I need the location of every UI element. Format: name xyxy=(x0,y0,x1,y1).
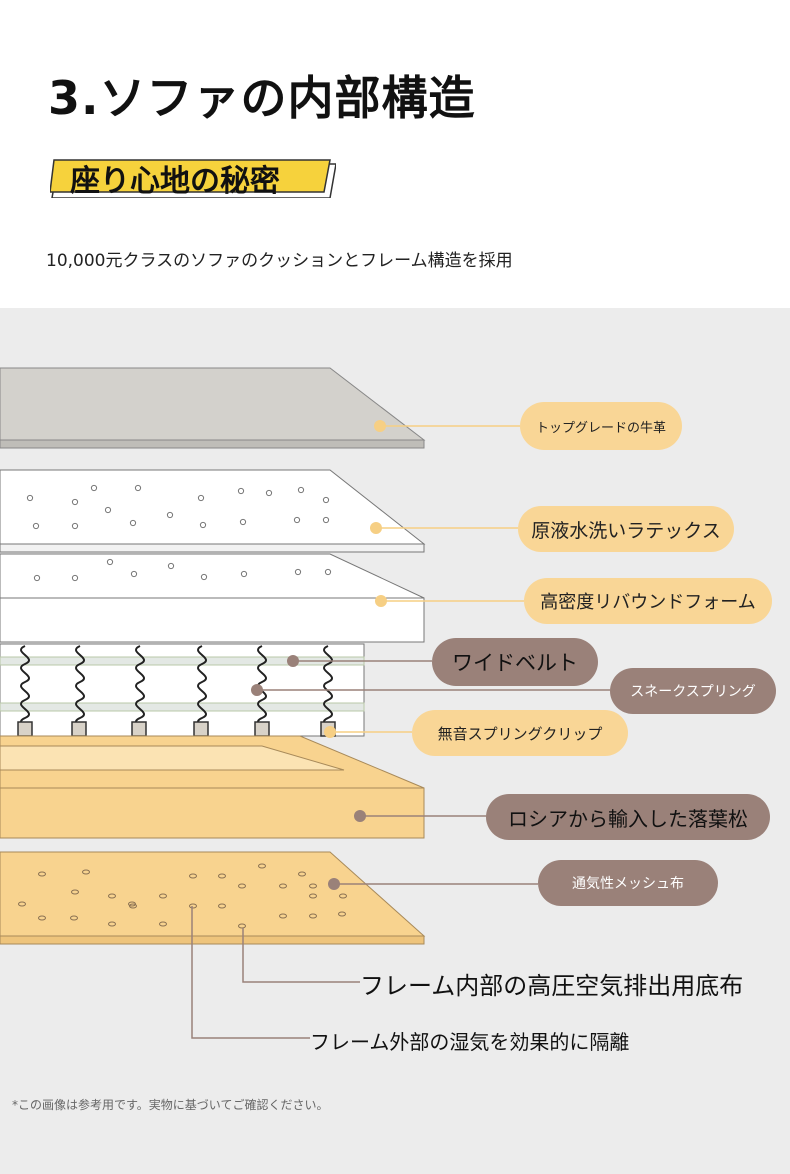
latex-pore-dot xyxy=(32,522,40,530)
latex-pore-dot xyxy=(134,484,142,492)
mesh-hole-dot xyxy=(159,921,167,927)
latex-pore-dot xyxy=(199,521,207,529)
mesh-hole-dot xyxy=(298,871,306,877)
latex-pore-dot xyxy=(237,487,245,495)
label-foam: 高密度リバウンドフォーム xyxy=(524,578,772,624)
latex-pore-dot xyxy=(104,506,112,514)
mesh-hole-dot xyxy=(218,873,226,879)
label-mesh: 通気性メッシュ布 xyxy=(538,860,718,906)
leader-lines xyxy=(191,425,610,1039)
mesh-hole-dot xyxy=(82,869,90,875)
label-pine: ロシアから輸入した落葉松 xyxy=(486,794,770,840)
page-title: 3.ソファの内部構造 xyxy=(48,71,476,125)
mesh-hole-dot xyxy=(338,911,346,917)
latex-pore-dot xyxy=(167,562,175,570)
latex-pore-dot xyxy=(322,516,330,524)
header-section: 3.ソファの内部構造 座り心地の秘密 10,000元クラスのソファのクッションと… xyxy=(0,0,790,308)
label-latex: 原液水洗いラテックス xyxy=(518,506,734,552)
callout-moisture: フレーム外部の湿気を効果的に隔離 xyxy=(310,1030,630,1054)
mesh-layer xyxy=(0,851,426,945)
latex-pore-dot xyxy=(265,489,273,497)
latex-pore-dot xyxy=(71,574,79,582)
latex-layer xyxy=(0,469,426,553)
latex-pore-dot xyxy=(197,494,205,502)
mesh-hole-dot xyxy=(279,883,287,889)
latex-pore-dot xyxy=(240,570,248,578)
label-spring: スネークスプリング xyxy=(610,668,776,714)
mesh-hole-dot xyxy=(71,889,79,895)
mesh-hole-dot xyxy=(108,921,116,927)
latex-pore-dot xyxy=(33,574,41,582)
latex-pore-dot xyxy=(129,519,137,527)
mesh-hole-dot xyxy=(108,893,116,899)
latex-pore-dot xyxy=(106,558,114,566)
latex-pore-dot xyxy=(239,518,247,526)
mesh-hole-dot xyxy=(238,923,246,929)
leader-dots xyxy=(251,420,387,890)
mesh-hole-dot xyxy=(18,901,26,907)
mesh-hole-dot xyxy=(38,915,46,921)
mesh-hole-dot xyxy=(309,913,317,919)
mesh-hole-dot xyxy=(159,893,167,899)
latex-pore-dot xyxy=(322,496,330,504)
mesh-hole-dot xyxy=(258,863,266,869)
mesh-hole-dot xyxy=(309,893,317,899)
mesh-hole-dot xyxy=(70,915,78,921)
mesh-hole-dot xyxy=(279,913,287,919)
pine-frame xyxy=(0,735,425,839)
latex-pore-dot xyxy=(71,522,79,530)
latex-pore-dot xyxy=(293,516,301,524)
clip-icons xyxy=(17,721,336,737)
footnote: *この画像は参考用です。実物に基づいてご確認ください。 xyxy=(12,1098,329,1112)
latex-pore-dot xyxy=(26,494,34,502)
label-leather: トップグレードの牛革 xyxy=(520,402,682,450)
latex-pore-dot xyxy=(130,570,138,578)
latex-pore-dot xyxy=(324,568,332,576)
mesh-hole-dot xyxy=(218,903,226,909)
label-clip: 無音スプリングクリップ xyxy=(412,710,628,756)
mesh-hole-dot xyxy=(309,883,317,889)
subtitle: 10,000元クラスのソファのクッションとフレーム構造を採用 xyxy=(46,251,513,271)
latex-pore-dot xyxy=(294,568,302,576)
foam-layer xyxy=(0,553,425,643)
texture-dots xyxy=(18,484,347,929)
leather-layer xyxy=(0,367,426,449)
latex-pore-dot xyxy=(90,484,98,492)
latex-pore-dot xyxy=(297,486,305,494)
latex-pore-dot xyxy=(200,573,208,581)
mesh-hole-dot xyxy=(189,903,197,909)
mesh-hole-dot xyxy=(238,883,246,889)
latex-pore-dot xyxy=(166,511,174,519)
layer-diagram xyxy=(0,367,610,1039)
callout-air-vent: フレーム内部の高圧空気排出用底布 xyxy=(360,972,744,1000)
label-belt: ワイドベルト xyxy=(432,638,598,686)
tag-background-icon xyxy=(50,159,336,198)
latex-pore-dot xyxy=(71,498,79,506)
mesh-hole-dot xyxy=(339,893,347,899)
mesh-hole-dot xyxy=(38,871,46,877)
tag-label: 座り心地の秘密 xyxy=(70,164,280,199)
mesh-hole-dot xyxy=(128,901,136,907)
mesh-hole-dot xyxy=(189,873,197,879)
